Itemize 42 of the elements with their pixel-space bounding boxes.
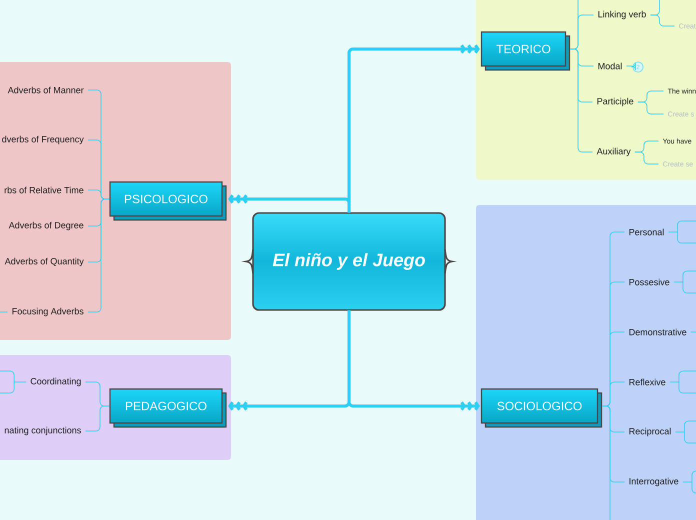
subtopic-label: Adverbs of Manner [8,86,84,94]
subtopic-label: Adverbs of Degree [8,222,84,230]
subtopic-label: Modal [598,62,622,70]
subtopic-label: Reciprocal [629,428,671,436]
subtopic-label: Adverbs of Quantity [4,258,84,266]
subtopic-label: Possesive [629,278,670,286]
topic-box: PSICOLOGICO [109,181,227,221]
topic-box: SOCIOLOGICO [480,388,602,428]
topic-box: PEDAGOGICO [109,388,227,428]
connector-line [650,0,660,16]
subtopic-label: Personal [629,228,664,236]
connector-line [88,198,110,312]
bracket-line [682,470,696,494]
connector-line [85,406,110,432]
subtopic-label: Linking verb [598,10,646,20]
connector-line [626,62,636,70]
connector-line [634,152,659,164]
subtopic-label: nating conjunctions [4,426,81,436]
subtopic-label: rbs of Relative Time [4,186,84,194]
bracket-line [674,270,696,294]
connector-line [570,0,578,50]
subtopic-label: Auxiliary [596,148,631,156]
bracket-line [0,370,26,394]
panel-background [0,62,231,340]
subtopic-label: Participle [597,98,634,106]
bracket-line [670,370,696,394]
bracket-line [675,420,696,444]
central-topic-box: El niño y el Juego [245,212,453,311]
connector-line [638,102,664,114]
subtopic-label: Focusing Adverbs [12,308,84,316]
arrow [348,310,480,411]
panel-background [476,205,696,520]
subtopic-label: Reflexive [629,378,666,386]
connector-line [602,406,610,520]
topic-box: TEORICO [480,31,570,71]
subtopic-label: Demonstrative [629,328,686,336]
subtopic-label: Coordinating [30,378,81,386]
panel-background [476,0,696,180]
arrow [228,194,350,213]
subtopic-label: dverbs of Frequency [2,136,84,144]
subtopic-label: Interrogative [630,478,678,486]
bracket-line [668,220,696,244]
